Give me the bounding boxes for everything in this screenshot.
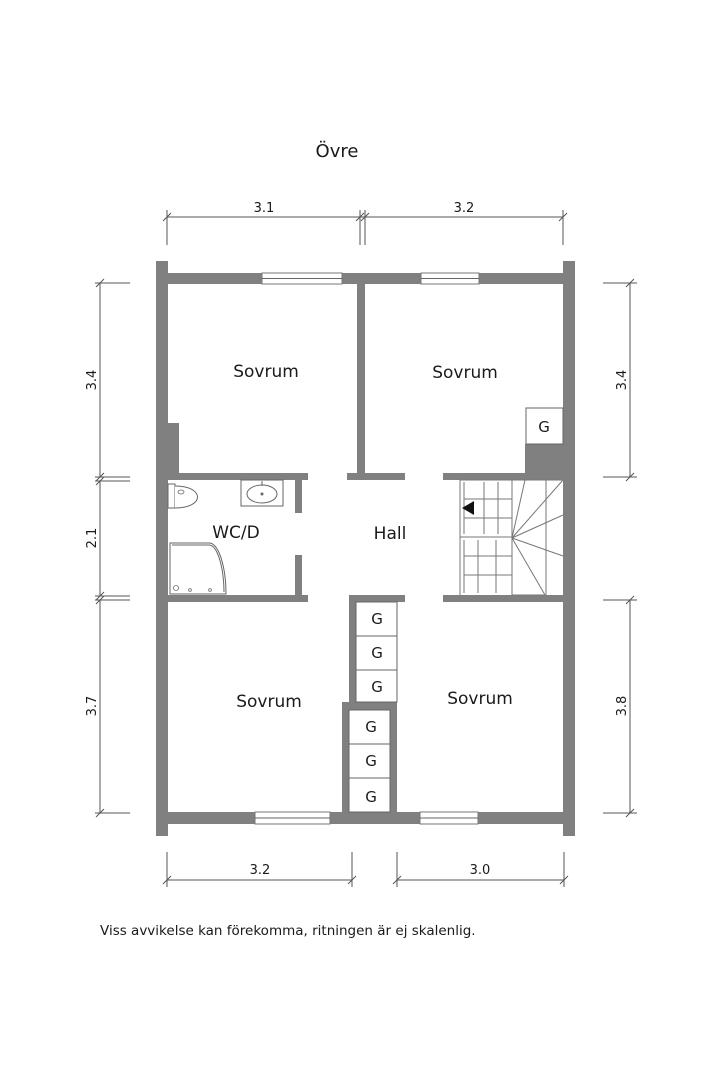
sink-icon [240,479,284,507]
dimension-left-top: 3.4 [85,370,100,391]
room-label-bedroom-top-left: Sovrum [233,362,299,382]
wardrobe-label: G [538,418,550,436]
walls [156,261,575,836]
dimension-lines-bottom [162,852,569,887]
room-label-bedroom-top-right: Sovrum [432,363,498,383]
dimension-lines-right [603,278,637,818]
wardrobe-label: G [371,644,383,662]
dimension-bottom-left: 3.2 [250,863,271,878]
wardrobe-label: G [371,610,383,628]
wardrobe-label: G [365,718,377,736]
room-label-wc: WC/D [212,523,260,543]
dimension-right-top: 3.4 [615,370,630,391]
shower-icon [169,542,227,595]
room-label-bedroom-bottom-left: Sovrum [236,692,302,712]
dimension-lines-left [95,278,130,818]
dimension-top-left: 3.1 [254,201,275,216]
dimension-top-right: 3.2 [454,201,475,216]
dimension-left-bottom: 3.7 [85,696,100,717]
dimension-left-middle: 2.1 [85,528,100,549]
staircase [459,479,564,596]
wardrobes [348,407,564,813]
wardrobe-label: G [371,678,383,696]
stair-direction-arrow-icon [462,501,474,515]
wardrobe-label: G [365,788,377,806]
toilet-icon [167,483,198,509]
dimension-bottom-right: 3.0 [470,863,491,878]
room-label-bedroom-bottom-right: Sovrum [447,689,513,709]
wardrobe-label: G [365,752,377,770]
disclaimer-note: Viss avvikelse kan förekomma, ritningen … [100,923,476,939]
dimension-lines-top [162,210,568,245]
windows [254,272,480,825]
floor-title: Övre [316,140,359,162]
dimension-right-bottom: 3.8 [615,696,630,717]
room-label-hall: Hall [374,524,407,544]
